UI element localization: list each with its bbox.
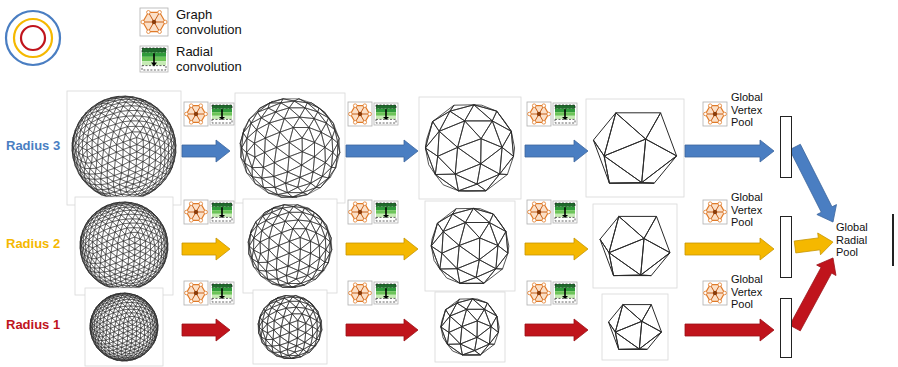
legend-label: Graph convolution — [176, 8, 256, 38]
icosphere-mesh — [593, 113, 676, 183]
pool-label: Global Vertex Pool — [731, 273, 777, 311]
legend-label: Radial convolution — [176, 45, 256, 75]
radial-conv-icon — [210, 282, 234, 304]
radial-conv-icon — [553, 282, 577, 304]
sphere-frame — [602, 294, 668, 360]
pool-label: Global Vertex Pool — [731, 91, 777, 129]
sphere-frame — [419, 97, 521, 199]
sphere-frame — [243, 199, 337, 293]
radial-conv-icon — [374, 103, 398, 125]
stage-arrow — [685, 238, 774, 260]
icosphere-mesh — [72, 96, 176, 200]
pool-output: Global Radial Pool — [836, 214, 894, 266]
graph-conv-icon — [527, 281, 551, 305]
graph-conv-icon — [348, 281, 372, 305]
sphere-frame — [435, 292, 505, 362]
radius-ring — [6, 11, 60, 65]
graph-conv-icon — [703, 281, 727, 305]
graph-conv-icon — [184, 102, 208, 126]
sphere-frame — [586, 99, 684, 197]
stage-arrow — [182, 319, 230, 341]
sphere-frame — [67, 91, 181, 205]
stage-arrow — [525, 319, 588, 341]
graph-conv-icon — [140, 8, 168, 36]
stage-arrow — [685, 319, 774, 341]
sphere-frame — [85, 288, 163, 366]
graph-conv-icon — [703, 102, 727, 126]
icosphere-mesh — [258, 296, 322, 359]
icosphere-mesh — [600, 216, 670, 275]
graph-conv-icon — [703, 200, 727, 224]
radial-conv-icon — [553, 201, 577, 223]
pool-label: Global Radial Pool — [836, 221, 888, 259]
radius-ring — [14, 19, 52, 57]
graph-conv-icon — [184, 200, 208, 224]
row-label: Radius 3 — [6, 139, 60, 154]
icosphere-mesh — [441, 299, 499, 355]
sphere-frame — [593, 204, 677, 288]
icosphere-mesh — [80, 202, 168, 290]
icosphere-mesh — [240, 99, 340, 197]
icosphere-mesh — [248, 205, 332, 288]
row-label: Radius 1 — [6, 318, 60, 333]
radial-conv-icon — [553, 103, 577, 125]
sphere-frame — [75, 197, 173, 295]
pool-label: Global Vertex Pool — [731, 191, 777, 229]
radial-conv-icon — [374, 282, 398, 304]
radial-conv-icon — [374, 201, 398, 223]
radial-conv-icon — [210, 103, 234, 125]
icosphere-mesh — [609, 305, 662, 350]
pool-bar: Global Vertex Pool — [780, 216, 792, 278]
sphere-frame — [425, 201, 515, 291]
radial-conv-icon — [140, 46, 168, 72]
stage-arrow — [346, 319, 418, 341]
icosphere-mesh — [431, 208, 509, 283]
pool-arrow — [794, 233, 833, 255]
stage-arrow — [182, 238, 230, 260]
sphere-frame — [235, 93, 345, 203]
graph-conv-icon — [527, 200, 551, 224]
radial-conv-icon — [210, 201, 234, 223]
radius-ring — [21, 26, 45, 50]
pool-arrow — [790, 258, 836, 331]
stage-arrow — [182, 140, 230, 162]
stage-arrow — [346, 140, 418, 162]
stage-arrow — [525, 140, 588, 162]
stage-arrow — [685, 140, 774, 162]
pool-bar: Global Vertex Pool — [780, 298, 792, 358]
sphere-frame — [253, 290, 327, 364]
icosphere-mesh — [90, 293, 158, 361]
graph-conv-icon — [527, 102, 551, 126]
pool-bar: Global Vertex Pool — [780, 116, 792, 178]
stage-arrow — [346, 238, 418, 260]
row-label: Radius 2 — [6, 237, 60, 252]
stage-arrow — [525, 238, 588, 260]
icosphere-mesh — [425, 105, 514, 191]
graph-conv-icon — [348, 102, 372, 126]
graph-conv-icon — [348, 200, 372, 224]
graph-conv-icon — [184, 281, 208, 305]
pool-arrow — [790, 144, 837, 222]
